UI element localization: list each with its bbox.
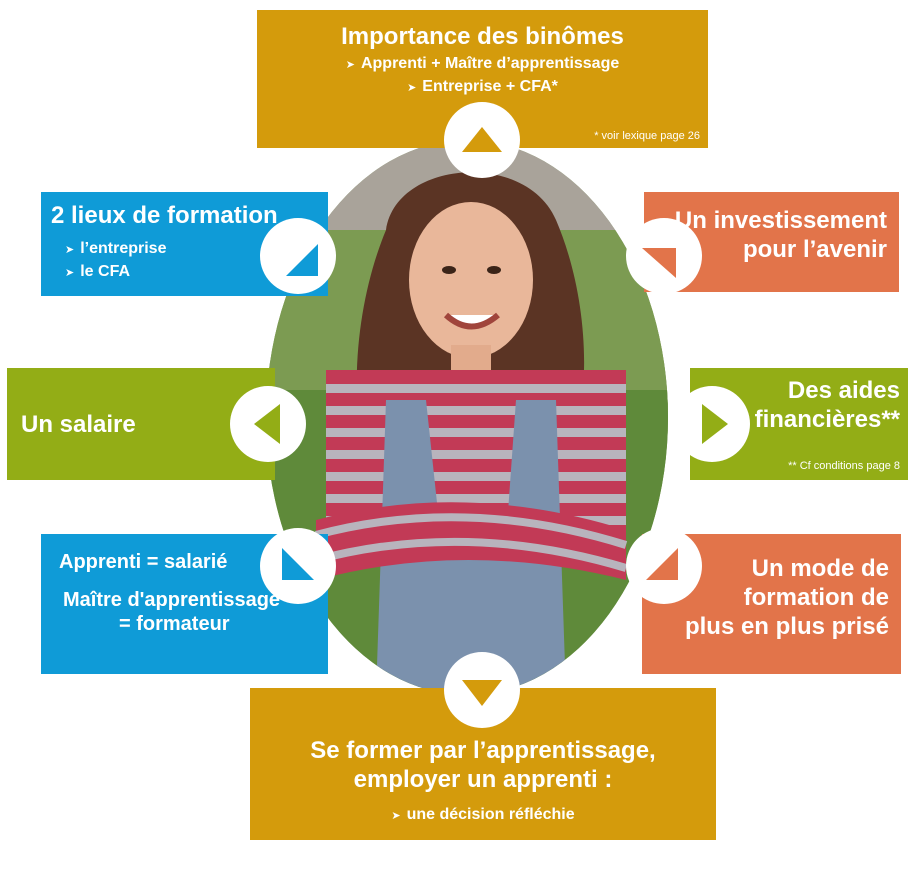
node-top (444, 102, 520, 178)
right-lower-line-1: Un mode de (751, 555, 889, 582)
top-item-2: ➤Entreprise + CFA* (407, 78, 558, 95)
right-middle-line-2: financières** (754, 406, 900, 433)
triangle-up-icon (462, 127, 502, 152)
chevron-right-icon: ➤ (345, 59, 355, 71)
triangle-left-icon (254, 404, 280, 444)
chevron-right-icon: ➤ (65, 267, 75, 279)
bottom-line-2: employer un apprenti : (353, 766, 613, 793)
node-upper-right (626, 218, 702, 294)
right-upper-line-2: pour l’avenir (742, 236, 887, 263)
right-middle-line-1: Des aides (787, 377, 900, 404)
node-middle-right (674, 386, 750, 462)
left-lower-line-2b: = formateur (119, 613, 230, 635)
triangle-down-icon (462, 680, 502, 706)
left-middle-title: Un salaire (21, 411, 136, 438)
node-lower-left (260, 528, 336, 604)
corner-triangle-icon (646, 548, 678, 580)
right-lower-line-2: formation de (743, 584, 889, 611)
left-upper-item-1: ➤l’entreprise (65, 240, 167, 257)
top-note: * voir lexique page 26 (594, 130, 700, 142)
node-upper-left (260, 218, 336, 294)
chevron-right-icon: ➤ (65, 244, 75, 256)
corner-triangle-icon (286, 244, 318, 276)
triangle-right-icon (702, 404, 728, 444)
top-item-1: ➤Apprenti + Maître d’apprentissage (345, 55, 620, 72)
left-upper-title: 2 lieux de formation (51, 202, 278, 229)
left-lower-line-1: Apprenti = salarié (59, 551, 228, 573)
left-lower-line-2a: Maître d'apprentissage (63, 589, 281, 611)
right-upper-line-1: Un investissement (674, 207, 887, 234)
corner-triangle-icon (282, 548, 314, 580)
left-upper-item-2: ➤le CFA (65, 263, 131, 280)
right-middle-note: ** Cf conditions page 8 (788, 460, 900, 472)
bottom-item: ➤une décision réfléchie (391, 806, 575, 823)
chevron-right-icon: ➤ (391, 810, 401, 822)
top-title: Importance des binômes (341, 23, 624, 50)
node-lower-right (626, 528, 702, 604)
chevron-right-icon: ➤ (407, 82, 417, 94)
node-bottom (444, 652, 520, 728)
node-middle-left (230, 386, 306, 462)
right-lower-line-3: plus en plus prisé (684, 613, 889, 640)
corner-triangle-icon (642, 248, 676, 278)
bottom-line-1: Se former par l’apprentissage, (310, 737, 656, 764)
